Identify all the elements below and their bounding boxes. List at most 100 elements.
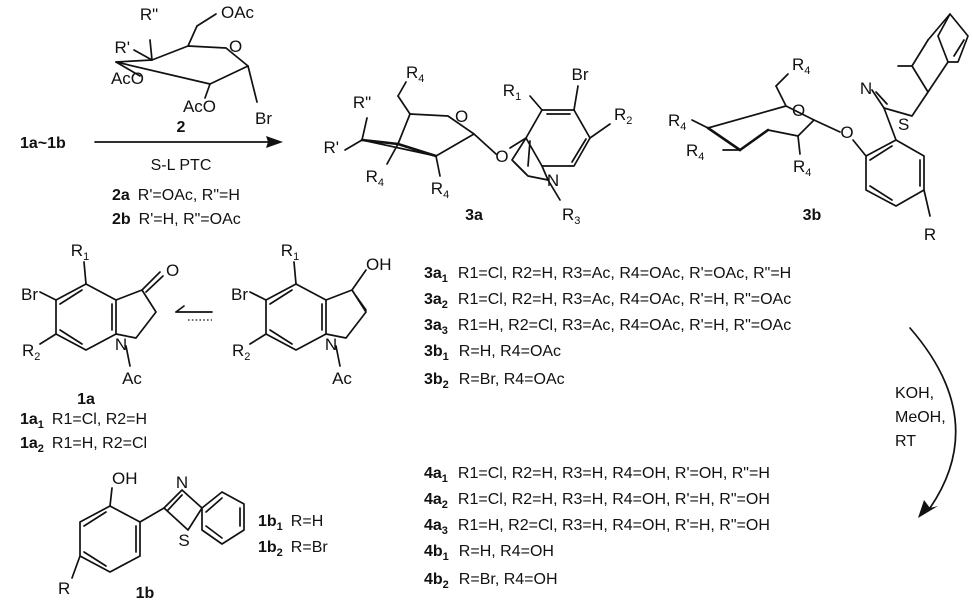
atom-label: S bbox=[898, 115, 909, 134]
atom-label: R4 bbox=[431, 179, 449, 201]
definition-text: R'=H, R"=OAc bbox=[139, 211, 241, 228]
definition-text: R1=Cl, R2=H, R3=H, R4=OH, R'=H, R"=OH bbox=[458, 491, 770, 508]
definition-text: R1=H, R2=Cl, R3=H, R4=OH, R'=H, R"=OH bbox=[458, 517, 770, 534]
atom-label: Br bbox=[231, 285, 248, 304]
atom-label: OH bbox=[112, 469, 138, 488]
definition-text: R1=Cl, R2=H, R3=Ac, R4=OAc, R'=OAc, R"=H bbox=[458, 265, 791, 282]
atom-label: AcO bbox=[111, 69, 144, 88]
main-reaction-arrow bbox=[94, 136, 283, 148]
atom-label: OH bbox=[366, 255, 392, 274]
compound-id: 3b bbox=[424, 371, 443, 388]
atom-label: R1 bbox=[281, 241, 299, 263]
enol-tautomer-structure: R1 Br OH R2 N Ac bbox=[231, 241, 392, 388]
compound-label-3b: 3b bbox=[803, 207, 822, 224]
definition-text: R1=H, R2=Cl bbox=[52, 435, 147, 452]
reagent-number: 2 bbox=[177, 119, 186, 136]
atom-label: N bbox=[860, 79, 872, 98]
compound-label-1b: 1b bbox=[136, 585, 155, 602]
compound-id: 1a bbox=[20, 435, 38, 452]
compound-id: 4a bbox=[424, 517, 442, 534]
equilibrium-arrows bbox=[175, 305, 213, 321]
compound-label-3a: 3a bbox=[465, 207, 483, 224]
atom-label: O bbox=[792, 101, 805, 120]
atom-label: Ac bbox=[122, 369, 142, 388]
definition-text: R1=Cl, R2=H, R3=Ac, R4=OAc, R'=H, R"=OAc bbox=[458, 291, 791, 308]
atom-label: Br bbox=[255, 109, 272, 128]
reaction-condition: S-L PTC bbox=[151, 157, 212, 174]
atom-label: R4 bbox=[366, 167, 384, 189]
definition-text: R=Br, R4=OH bbox=[459, 571, 558, 588]
definition-text: R=Br, R4=OAc bbox=[459, 371, 565, 388]
compound-1a-structure: R1 Br O R2 N Ac bbox=[21, 241, 179, 388]
compound-id: 2a bbox=[112, 187, 130, 204]
compound-id: 1b bbox=[258, 539, 277, 556]
atom-label: R' bbox=[323, 138, 339, 157]
atom-label: O bbox=[166, 261, 179, 280]
definition-text: R1=Cl, R2=H bbox=[52, 411, 147, 428]
product-3b-structure: R4 R4 R4 R4 O O N S R bbox=[668, 13, 969, 244]
atom-label: N bbox=[325, 335, 337, 354]
atom-label: R1 bbox=[71, 241, 89, 263]
atom-label: OAc bbox=[221, 3, 255, 22]
atom-label: Br bbox=[572, 65, 589, 84]
atom-label: AcO bbox=[183, 97, 216, 116]
compound-id: 4a bbox=[424, 491, 442, 508]
atom-label: R2 bbox=[22, 341, 40, 363]
atom-label: R2 bbox=[232, 341, 250, 363]
compound-id: 4a bbox=[424, 465, 442, 482]
condition-line: MeOH, bbox=[895, 409, 946, 426]
definition-text: R=H, R4=OAc bbox=[459, 343, 561, 360]
definition-text: R=Br bbox=[291, 539, 329, 556]
compound-id: 3a bbox=[424, 291, 442, 308]
compound-label-1a: 1a bbox=[77, 391, 95, 408]
svg-text:2bR'=H, R"=OAc: 2b R'=H, R"=OAc bbox=[112, 211, 241, 228]
reagent-definitions: 2a R'=OAc, R"=H 2b R'=H, R"=OAc bbox=[112, 187, 241, 228]
condition-line: KOH, bbox=[895, 385, 934, 402]
definition-text: R'=OAc, R"=H bbox=[138, 187, 240, 204]
atom-label: N bbox=[547, 171, 559, 190]
compound-id: 2b bbox=[112, 211, 131, 228]
atom-label: R bbox=[924, 225, 936, 244]
atom-label: R" bbox=[353, 93, 371, 112]
atom-label: R3 bbox=[562, 205, 580, 227]
compound-1b-structure: OH N S R bbox=[58, 469, 245, 598]
compound-id: 3a bbox=[424, 265, 442, 282]
atom-label: R4 bbox=[406, 63, 424, 85]
atom-label: O bbox=[229, 37, 242, 56]
definition-text: R1=H, R2=Cl, R3=Ac, R4=OAc, R'=H, R"=OAc bbox=[458, 317, 791, 334]
compound-id: 3a bbox=[424, 317, 442, 334]
atom-label: O bbox=[495, 147, 508, 166]
compound-id: 1a bbox=[20, 411, 38, 428]
atom-label: R4 bbox=[668, 111, 686, 133]
atom-label: R bbox=[58, 579, 70, 598]
atom-label: R" bbox=[140, 5, 158, 24]
atom-label: R1 bbox=[503, 81, 521, 103]
deacetylation-conditions: KOH, MeOH, RT bbox=[895, 385, 946, 450]
atom-label: S bbox=[178, 531, 189, 550]
compound-id: 1b bbox=[258, 513, 277, 530]
glycosyl-bromide-2-structure: R" OAc R' O AcO AcO Br bbox=[111, 3, 272, 128]
atom-label: R' bbox=[114, 38, 130, 57]
atom-label: N bbox=[115, 335, 127, 354]
definition-text: R1=Cl, R2=H, R3=H, R4=OH, R'=OH, R"=H bbox=[458, 465, 770, 482]
deacetylation-arrow bbox=[909, 327, 957, 518]
atom-label: N bbox=[176, 473, 188, 492]
compound-id: 3b bbox=[424, 343, 443, 360]
